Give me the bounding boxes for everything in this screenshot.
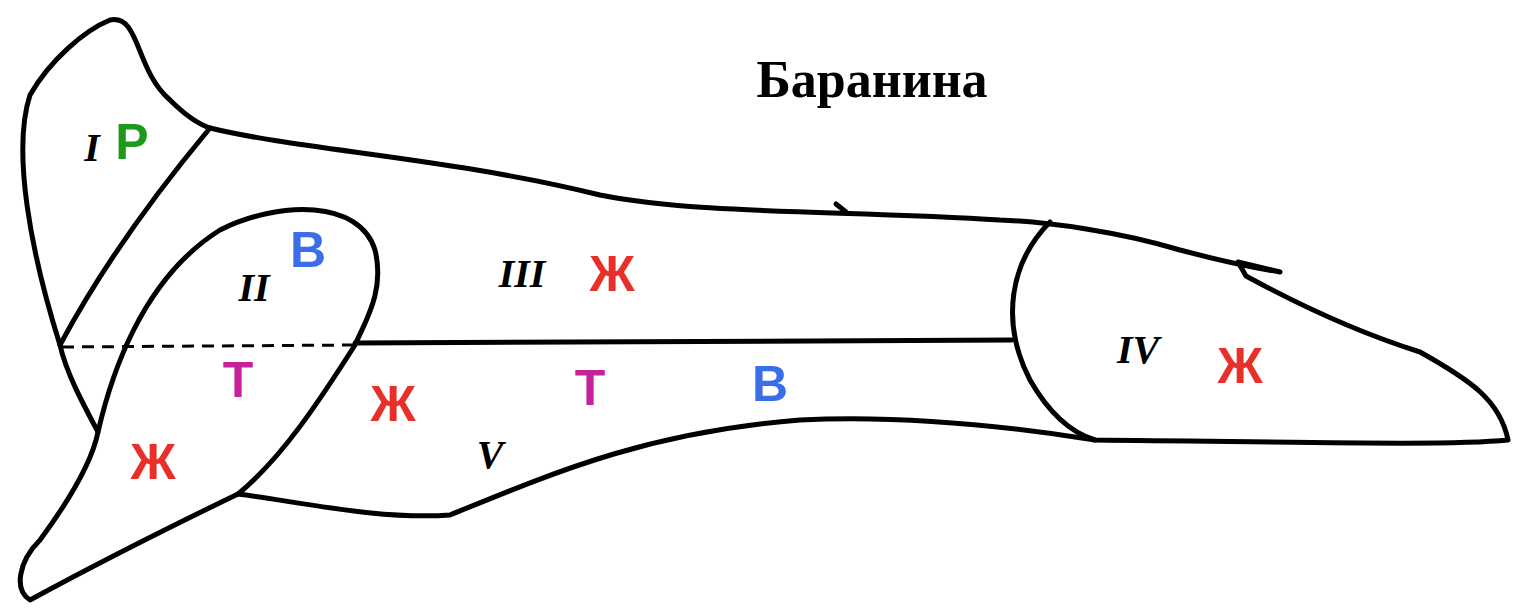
region-letter: В	[752, 359, 788, 409]
title: Баранина	[756, 54, 987, 106]
cut-line	[355, 340, 1012, 343]
region-letter: Ж	[370, 379, 415, 429]
cut-line	[1013, 222, 1095, 440]
tick-mark	[836, 204, 846, 212]
region-number: IV	[1117, 330, 1159, 370]
region-number: I	[84, 128, 100, 168]
region-letter: Р	[115, 117, 148, 167]
region-number: V	[477, 435, 504, 475]
cut-line	[98, 210, 378, 494]
region-number: II	[238, 268, 269, 308]
carcass-contour	[20, 20, 1508, 600]
region-letter: Ж	[130, 437, 175, 487]
region-letter: Т	[223, 355, 254, 405]
region-letter: В	[290, 225, 326, 275]
region-number: III	[499, 254, 546, 294]
region-letter: Т	[575, 363, 606, 413]
region-letter: Ж	[589, 249, 634, 299]
region-letter: Ж	[1217, 341, 1262, 391]
dashed-cut-line	[62, 345, 355, 347]
